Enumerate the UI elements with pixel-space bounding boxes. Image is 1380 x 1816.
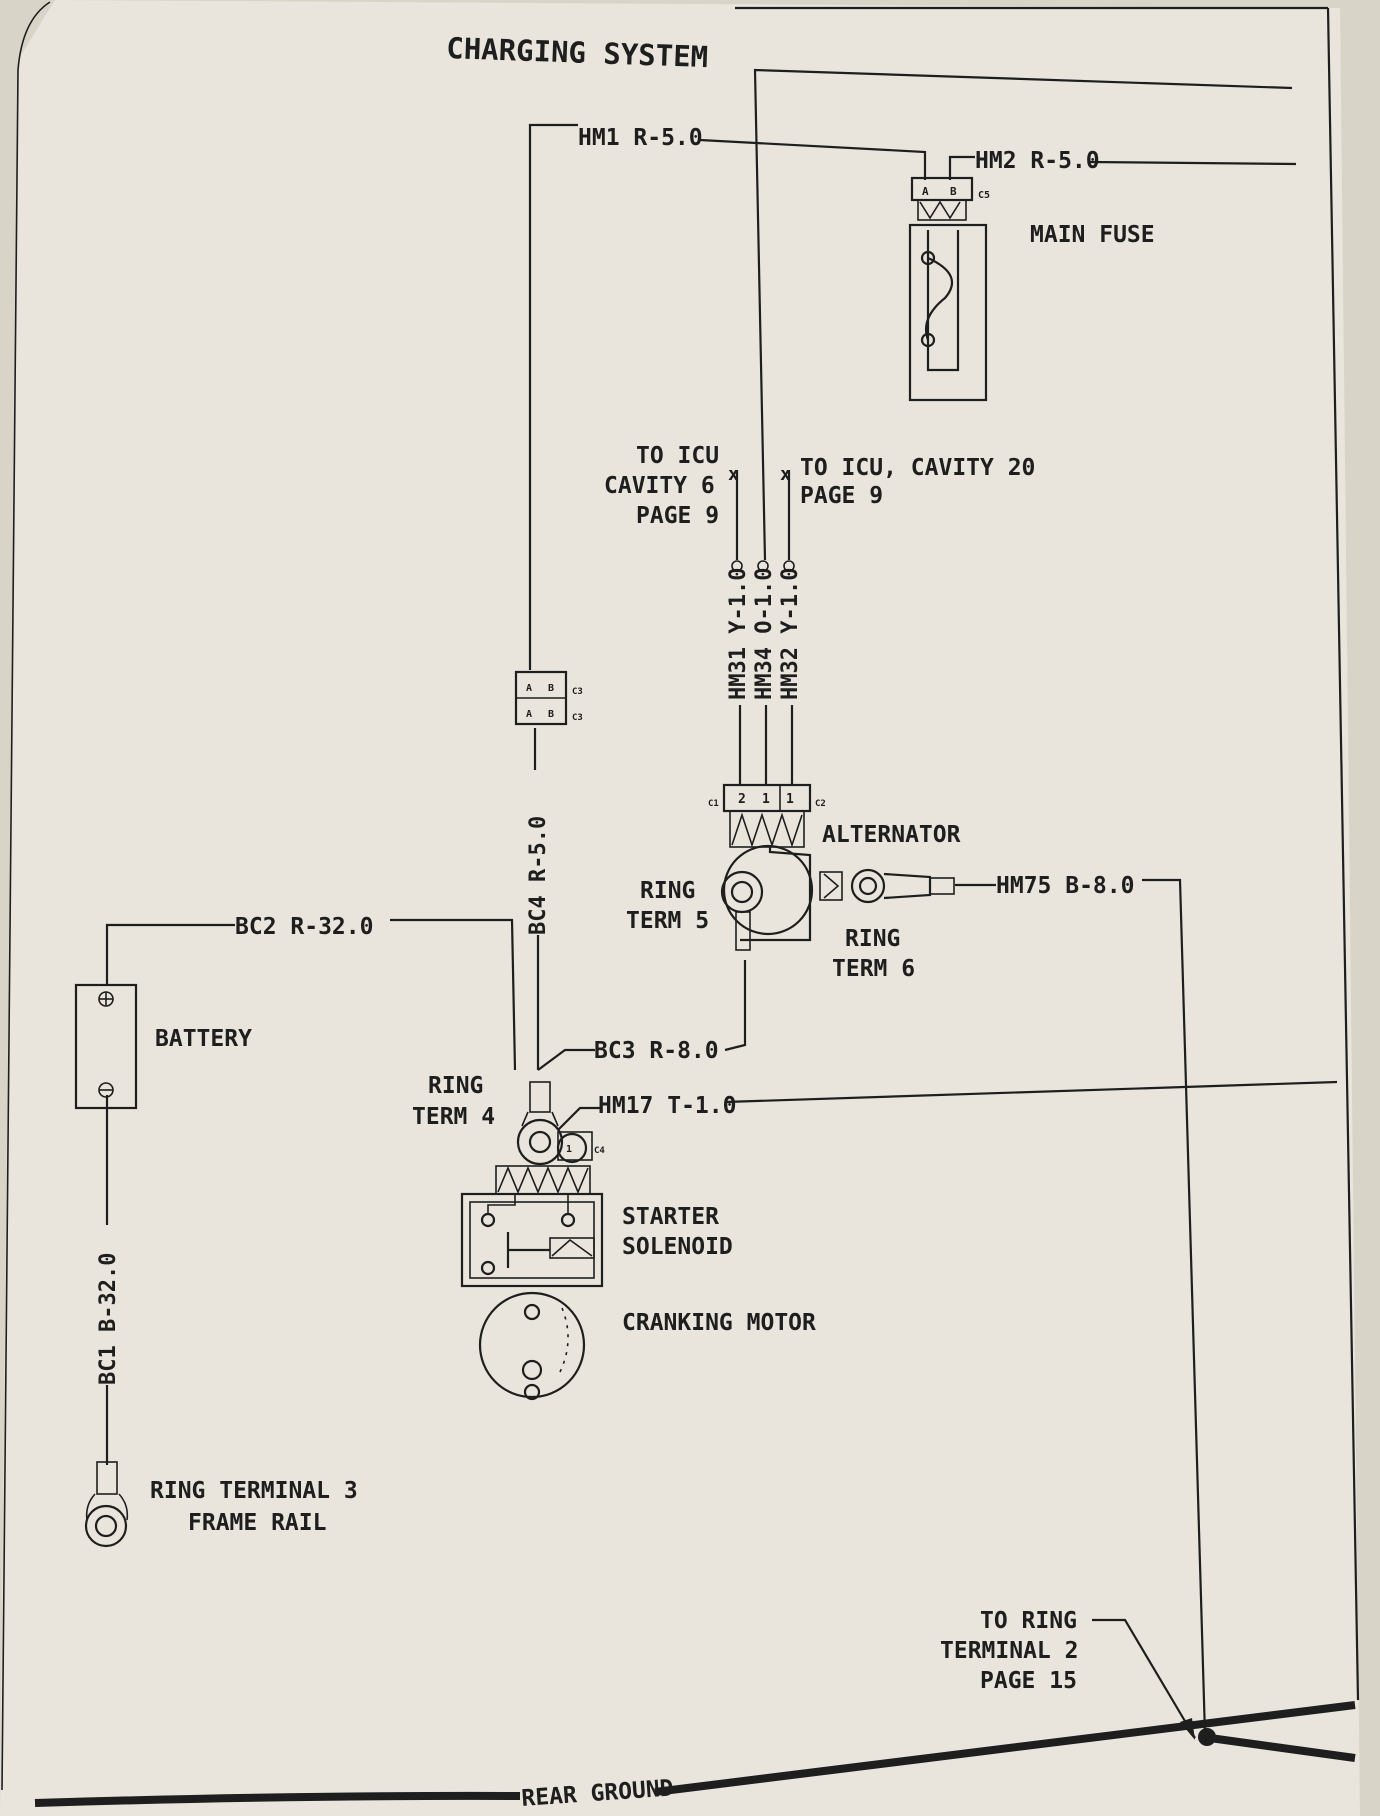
wire-label-bc2: BC2 R-32.0: [235, 914, 373, 940]
wire-label-hm17: HM17 T-1.0: [598, 1093, 736, 1119]
ring-term-4-line2: TERM 4: [412, 1104, 495, 1130]
wire-label-hm75: HM75 B-8.0: [996, 873, 1134, 899]
ref-ring-terminal-2-line2: TERMINAL 2: [940, 1638, 1078, 1664]
wire-bc3-split: [537, 1048, 595, 1071]
ref-icu-6-line1: TO ICU: [636, 443, 719, 469]
wire-hm34: [753, 68, 1293, 561]
wire-label-bc4: BC4 R-5.0: [526, 816, 551, 935]
splice-point-hm31: [731, 560, 743, 572]
wire-bc2: [105, 923, 235, 985]
svg-text:C3: C3: [572, 713, 583, 723]
svg-text:C3: C3: [572, 687, 583, 697]
battery-label: BATTERY: [155, 1026, 252, 1052]
wire-label-bc3: BC3 R-8.0: [594, 1038, 719, 1064]
alternator: 2 1 1 C1 C2: [708, 783, 955, 951]
wire-label-hm1: HM1 R-5.0: [578, 125, 703, 151]
ring-term-6-line2: TERM 6: [832, 956, 915, 982]
ref-ring-terminal-2-line3: PAGE 15: [980, 1668, 1077, 1694]
ring-term-4-line1: RING: [428, 1073, 483, 1099]
connector-c3: A B A B C3 C3: [514, 670, 583, 726]
wire-label-hm34: HM34 O-1.0: [752, 568, 777, 700]
svg-text:1: 1: [566, 1144, 572, 1155]
rear-ground-bus-right: [1209, 1734, 1356, 1762]
ring-term-5-line1: RING: [640, 878, 695, 904]
ring-terminal-3: [84, 1461, 129, 1548]
alternator-label: ALTERNATOR: [822, 822, 961, 848]
ref-icu-20-line2: PAGE 9: [800, 483, 883, 509]
wire-label-hm32: HM32 Y-1.0: [778, 568, 803, 700]
svg-text:B: B: [548, 683, 554, 694]
wire-hm2-out: [1089, 160, 1297, 166]
ring-terminal-3-line1: RING TERMINAL 3: [150, 1478, 358, 1504]
wire-hm17-out: [724, 1080, 1338, 1104]
ref-icu-6-line3: PAGE 9: [636, 503, 719, 529]
wire-bc2-right: [390, 918, 517, 1071]
ref-icu-20-line1: TO ICU, CAVITY 20: [800, 455, 1035, 481]
starter-label-line2: SOLENOID: [622, 1234, 733, 1260]
svg-text:C5: C5: [978, 190, 990, 201]
starter-solenoid: 1 C4: [460, 1081, 605, 1288]
starter-label-line1: STARTER: [622, 1204, 719, 1230]
frame-line-right: [1326, 7, 1360, 1701]
svg-text:1: 1: [786, 792, 794, 807]
ref-icu-6-line2: CAVITY 6: [604, 473, 715, 499]
cranking-motor: [478, 1291, 586, 1401]
svg-text:1: 1: [762, 792, 770, 807]
rear-ground-bus-lower: [34, 1791, 521, 1807]
wire-hm75-ground: [1142, 878, 1207, 1736]
rear-ground-bus-upper: [654, 1701, 1356, 1796]
splice-point-hm32: [783, 560, 795, 572]
icu-cut-mark-2: x: [780, 464, 791, 485]
svg-text:C2: C2: [815, 799, 826, 809]
svg-text:A: A: [922, 185, 929, 198]
splice-point-hm34: [757, 560, 769, 572]
wire-label-bc1: BC1 B-32.0: [96, 1253, 121, 1385]
svg-text:C1: C1: [708, 799, 719, 809]
wire-hm1: [528, 123, 578, 670]
svg-text:B: B: [548, 709, 554, 720]
svg-text:B: B: [950, 185, 957, 198]
ref-ring-terminal-2-line1: TO RING: [980, 1608, 1077, 1634]
cranking-motor-label: CRANKING MOTOR: [622, 1310, 816, 1336]
battery: [74, 983, 138, 1110]
svg-text:C4: C4: [594, 1146, 605, 1156]
wire-label-hm31: HM31 Y-1.0: [726, 568, 751, 700]
ref-leader-line: [1092, 1618, 1196, 1739]
page-border: [1, 1, 51, 1791]
wire-bc3-down: [724, 960, 747, 1052]
wire-hm17: [557, 1106, 600, 1131]
ring-terminal-3-line2: FRAME RAIL: [188, 1510, 326, 1536]
ring-term-5-line2: TERM 5: [626, 908, 709, 934]
main-fuse-label: MAIN FUSE: [1030, 222, 1155, 248]
wire-hm2: [948, 155, 975, 180]
svg-text:A: A: [526, 683, 532, 694]
svg-text:2: 2: [738, 792, 746, 807]
svg-text:A: A: [526, 709, 532, 720]
main-fuse: A B C5: [908, 176, 990, 402]
wire-hm1-to-fuse: [699, 138, 927, 180]
wire-label-hm2: HM2 R-5.0: [975, 148, 1100, 174]
ring-term-6-line1: RING: [845, 926, 900, 952]
ground-splice-point: [1198, 1728, 1216, 1746]
icu-cut-mark-1: x: [728, 464, 739, 485]
